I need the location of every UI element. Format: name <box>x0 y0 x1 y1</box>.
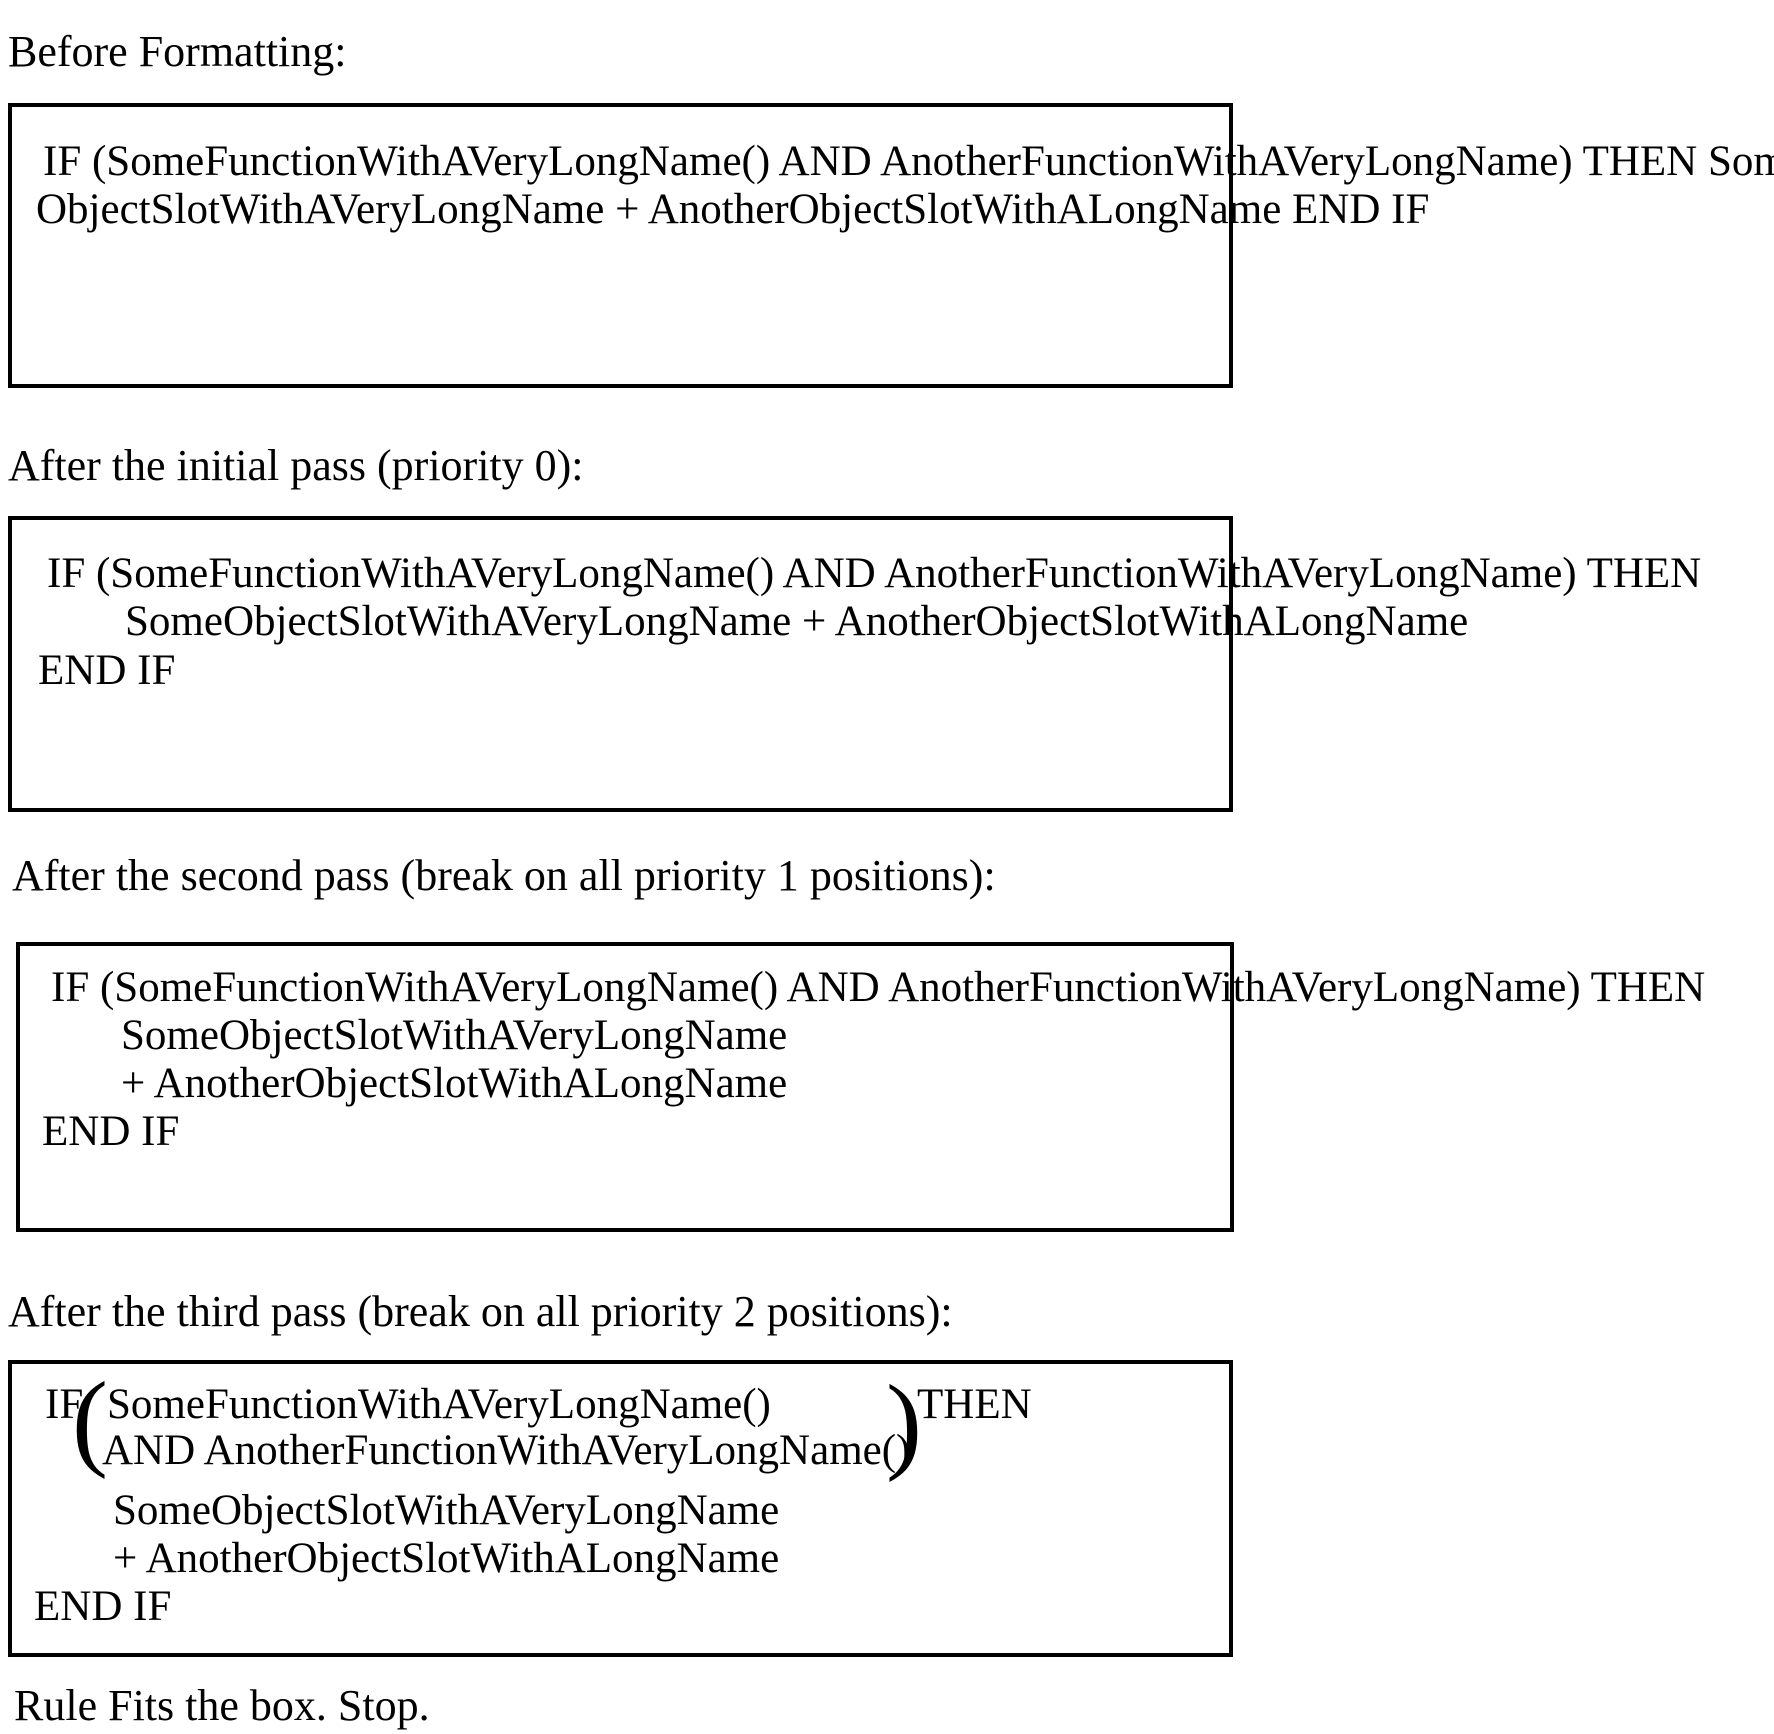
footer-note: Rule Fits the box. Stop. <box>14 1681 430 1730</box>
body-line-1: SomeObjectSlotWithAVeryLongName <box>113 1487 780 1534</box>
section-label-before: Before Formatting: <box>8 27 347 76</box>
code-line-pass1-1: IF (SomeFunctionWithAVeryLongName() AND … <box>47 550 1702 597</box>
code-box-before: IF (SomeFunctionWithAVeryLongName() AND … <box>8 103 1774 388</box>
condition-line-2: AND AnotherFunctionWithAVeryLongName() <box>102 1427 911 1474</box>
open-paren-glyph: ( <box>72 1361 108 1480</box>
code-line-pass1-3: END IF <box>38 647 176 694</box>
code-line-pass2-3: + AnotherObjectSlotWithALongName <box>121 1060 788 1107</box>
then-keyword: THEN <box>917 1381 1032 1428</box>
code-line-pass1-2: SomeObjectSlotWithAVeryLongName + Anothe… <box>125 598 1469 645</box>
code-line-pass2-4: END IF <box>42 1108 180 1155</box>
condition-line-1: SomeFunctionWithAVeryLongName() <box>107 1381 771 1428</box>
code-box-pass3: IF ( SomeFunctionWithAVeryLongName() AND… <box>8 1360 1233 1657</box>
code-line-pass2-1: IF (SomeFunctionWithAVeryLongName() AND … <box>51 964 1706 1011</box>
if-keyword: IF <box>45 1381 84 1428</box>
section-label-pass3: After the third pass (break on all prior… <box>8 1287 953 1336</box>
endif-keyword: END IF <box>34 1583 172 1630</box>
code-box-pass2: IF (SomeFunctionWithAVeryLongName() AND … <box>16 942 1705 1232</box>
code-line-before-1: IF (SomeFunctionWithAVeryLongName() AND … <box>43 138 1774 185</box>
section-label-pass1: After the initial pass (priority 0): <box>8 441 584 490</box>
code-box-pass1: IF (SomeFunctionWithAVeryLongName() AND … <box>8 516 1701 812</box>
code-line-before-2: ObjectSlotWithAVeryLongName + AnotherObj… <box>36 186 1430 233</box>
section-label-pass2: After the second pass (break on all prio… <box>12 851 996 900</box>
body-line-2: + AnotherObjectSlotWithALongName <box>113 1535 780 1582</box>
close-paren-glyph: ) <box>886 1364 922 1483</box>
code-line-pass2-2: SomeObjectSlotWithAVeryLongName <box>121 1012 788 1059</box>
